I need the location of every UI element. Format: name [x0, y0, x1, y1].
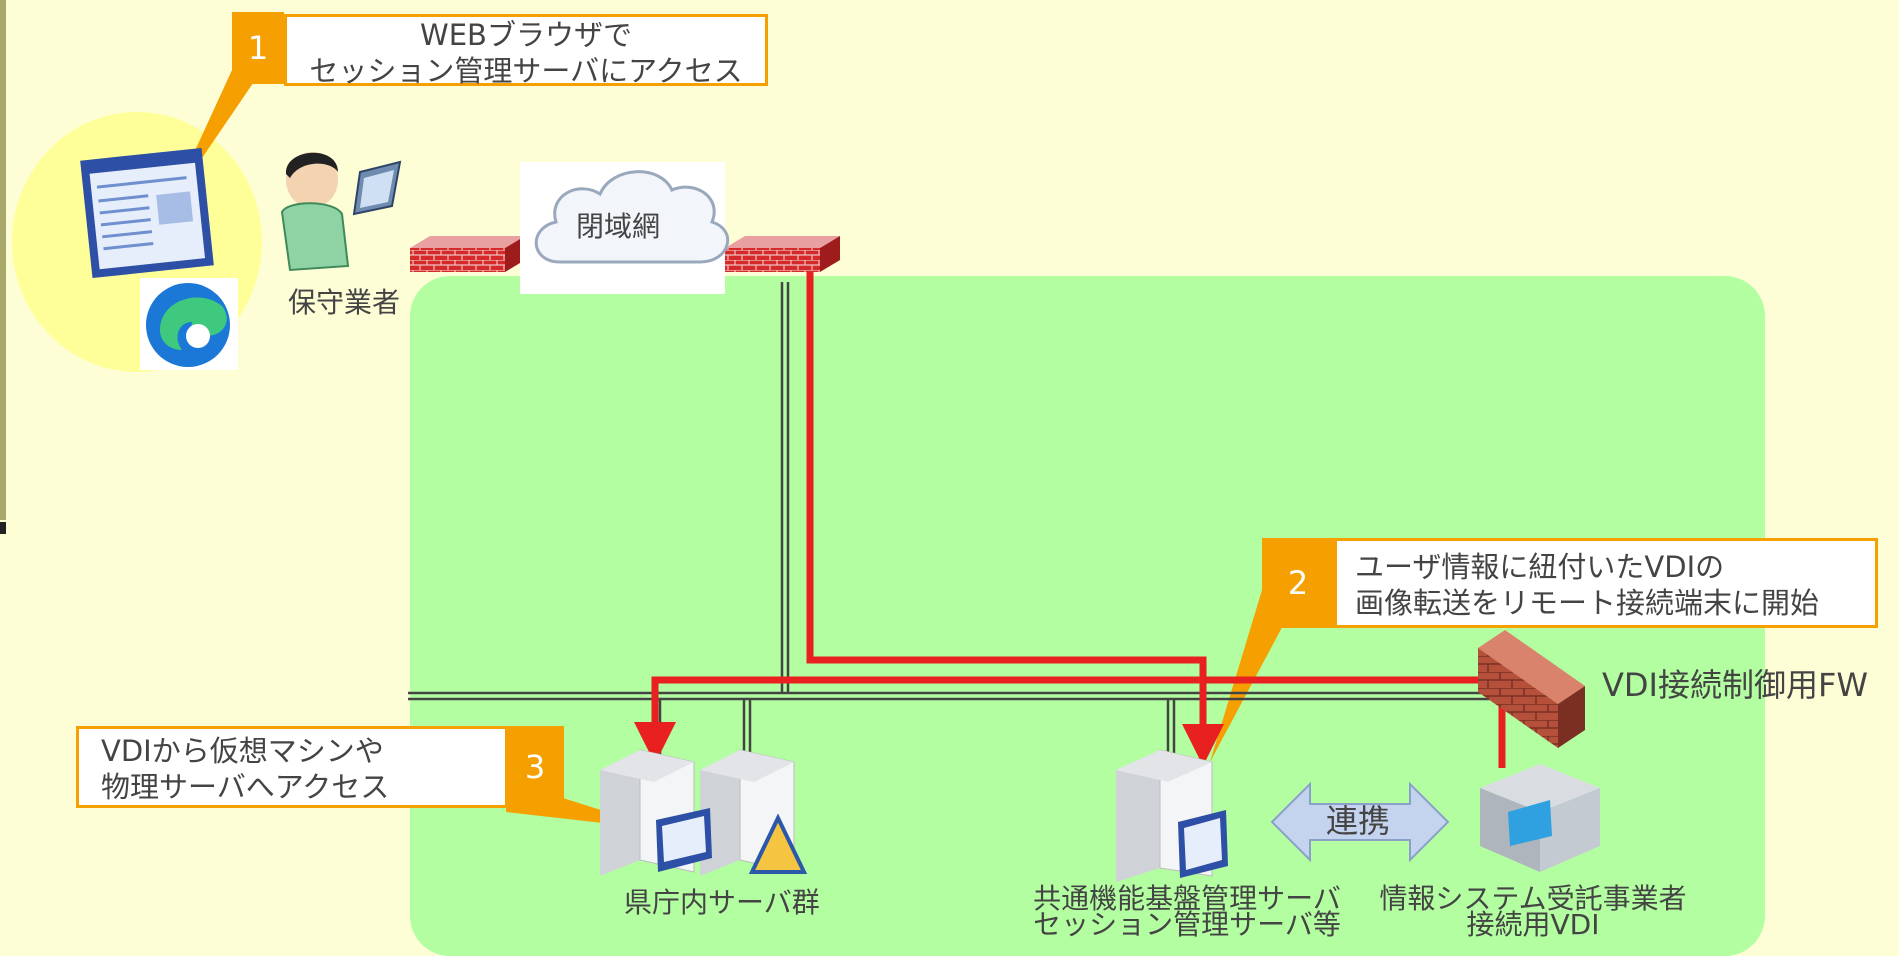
double-arrow-icon [1270, 781, 1450, 863]
servers-group-label: 県庁内サーバ群 [624, 886, 820, 919]
mgmt-server-label: 共通機能基盤管理サーバ セッション管理サーバ等 [1022, 882, 1352, 941]
callout-3-line1: VDIから仮想マシンや [101, 734, 384, 768]
firewall-icon [1478, 630, 1585, 748]
vdi-line2: 接続用VDI [1466, 908, 1600, 941]
callout-1-line1: WEBブラウザで [420, 18, 632, 52]
callout-3-box: VDIから仮想マシンや 物理サーバへアクセス [76, 726, 508, 808]
browser-window-icon [80, 147, 214, 279]
mgmt-server-line2: セッション管理サーバ等 [1033, 908, 1341, 941]
server-icon [700, 749, 808, 876]
callout-2-line2: 画像転送をリモート接続端末に開始 [1355, 586, 1820, 620]
left-edge-mark [0, 522, 6, 534]
user-with-laptop-icon [280, 152, 402, 272]
edge-browser-icon [140, 278, 238, 370]
access-route [520, 252, 1506, 768]
callout-1-number: 1 [232, 12, 284, 84]
firewall-icon [410, 236, 525, 272]
vdi-icon [1480, 764, 1600, 872]
callout-2-box: ユーザ情報に紐付いたVDIの 画像転送をリモート接続端末に開始 [1334, 538, 1878, 628]
network-backbone [408, 282, 1510, 760]
cloud-icon [520, 162, 730, 294]
mgmt-server-line1: 共通機能基盤管理サーバ [1033, 882, 1341, 915]
callout-2-pointer [1210, 590, 1302, 762]
link-label: 連携 [1326, 802, 1391, 840]
callout-2-line1: ユーザ情報に紐付いたVDIの [1355, 550, 1725, 584]
monitor-icon [1178, 810, 1228, 878]
callout-3-number: 3 [506, 726, 564, 808]
monitor-icon [656, 808, 712, 872]
callout-2-number: 2 [1262, 538, 1334, 628]
left-edge-bar [0, 0, 6, 520]
user-label: 保守業者 [288, 286, 401, 319]
vdi-line1: 情報システム受託事業者 [1379, 882, 1687, 915]
fw-label: VDI接続制御用FW [1602, 666, 1869, 704]
vdi-label: 情報システム受託事業者 接続用VDI [1368, 882, 1698, 941]
firewall-icon [725, 236, 840, 272]
cloud-label: 閉域網 [576, 210, 661, 243]
callout-1-box: WEBブラウザで セッション管理サーバにアクセス [284, 14, 768, 88]
callout-3-line2: 物理サーバへアクセス [101, 770, 390, 804]
callout-1-line2: セッション管理サーバにアクセス [309, 54, 743, 88]
